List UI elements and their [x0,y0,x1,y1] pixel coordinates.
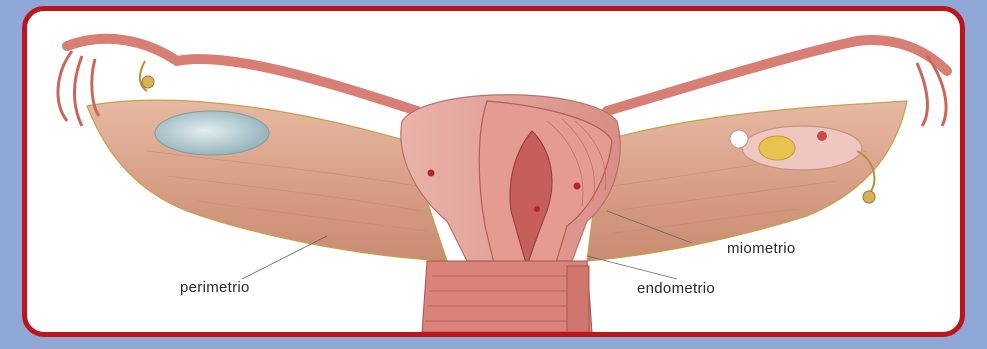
label-endometrio: endometrio [637,280,715,297]
uterus-anatomy-illustration [27,11,960,332]
ovary-left [155,111,269,155]
broad-ligament-left [87,100,447,261]
fallopian-tube-right [607,40,947,111]
label-perimetrio: perimetrio [180,279,250,296]
image-frame: perimetrio miometrio endometrio [22,6,965,337]
label-miometrio: miometrio [727,240,796,257]
broad-ligament-right [587,101,907,261]
fallopian-tube-left [67,39,417,111]
